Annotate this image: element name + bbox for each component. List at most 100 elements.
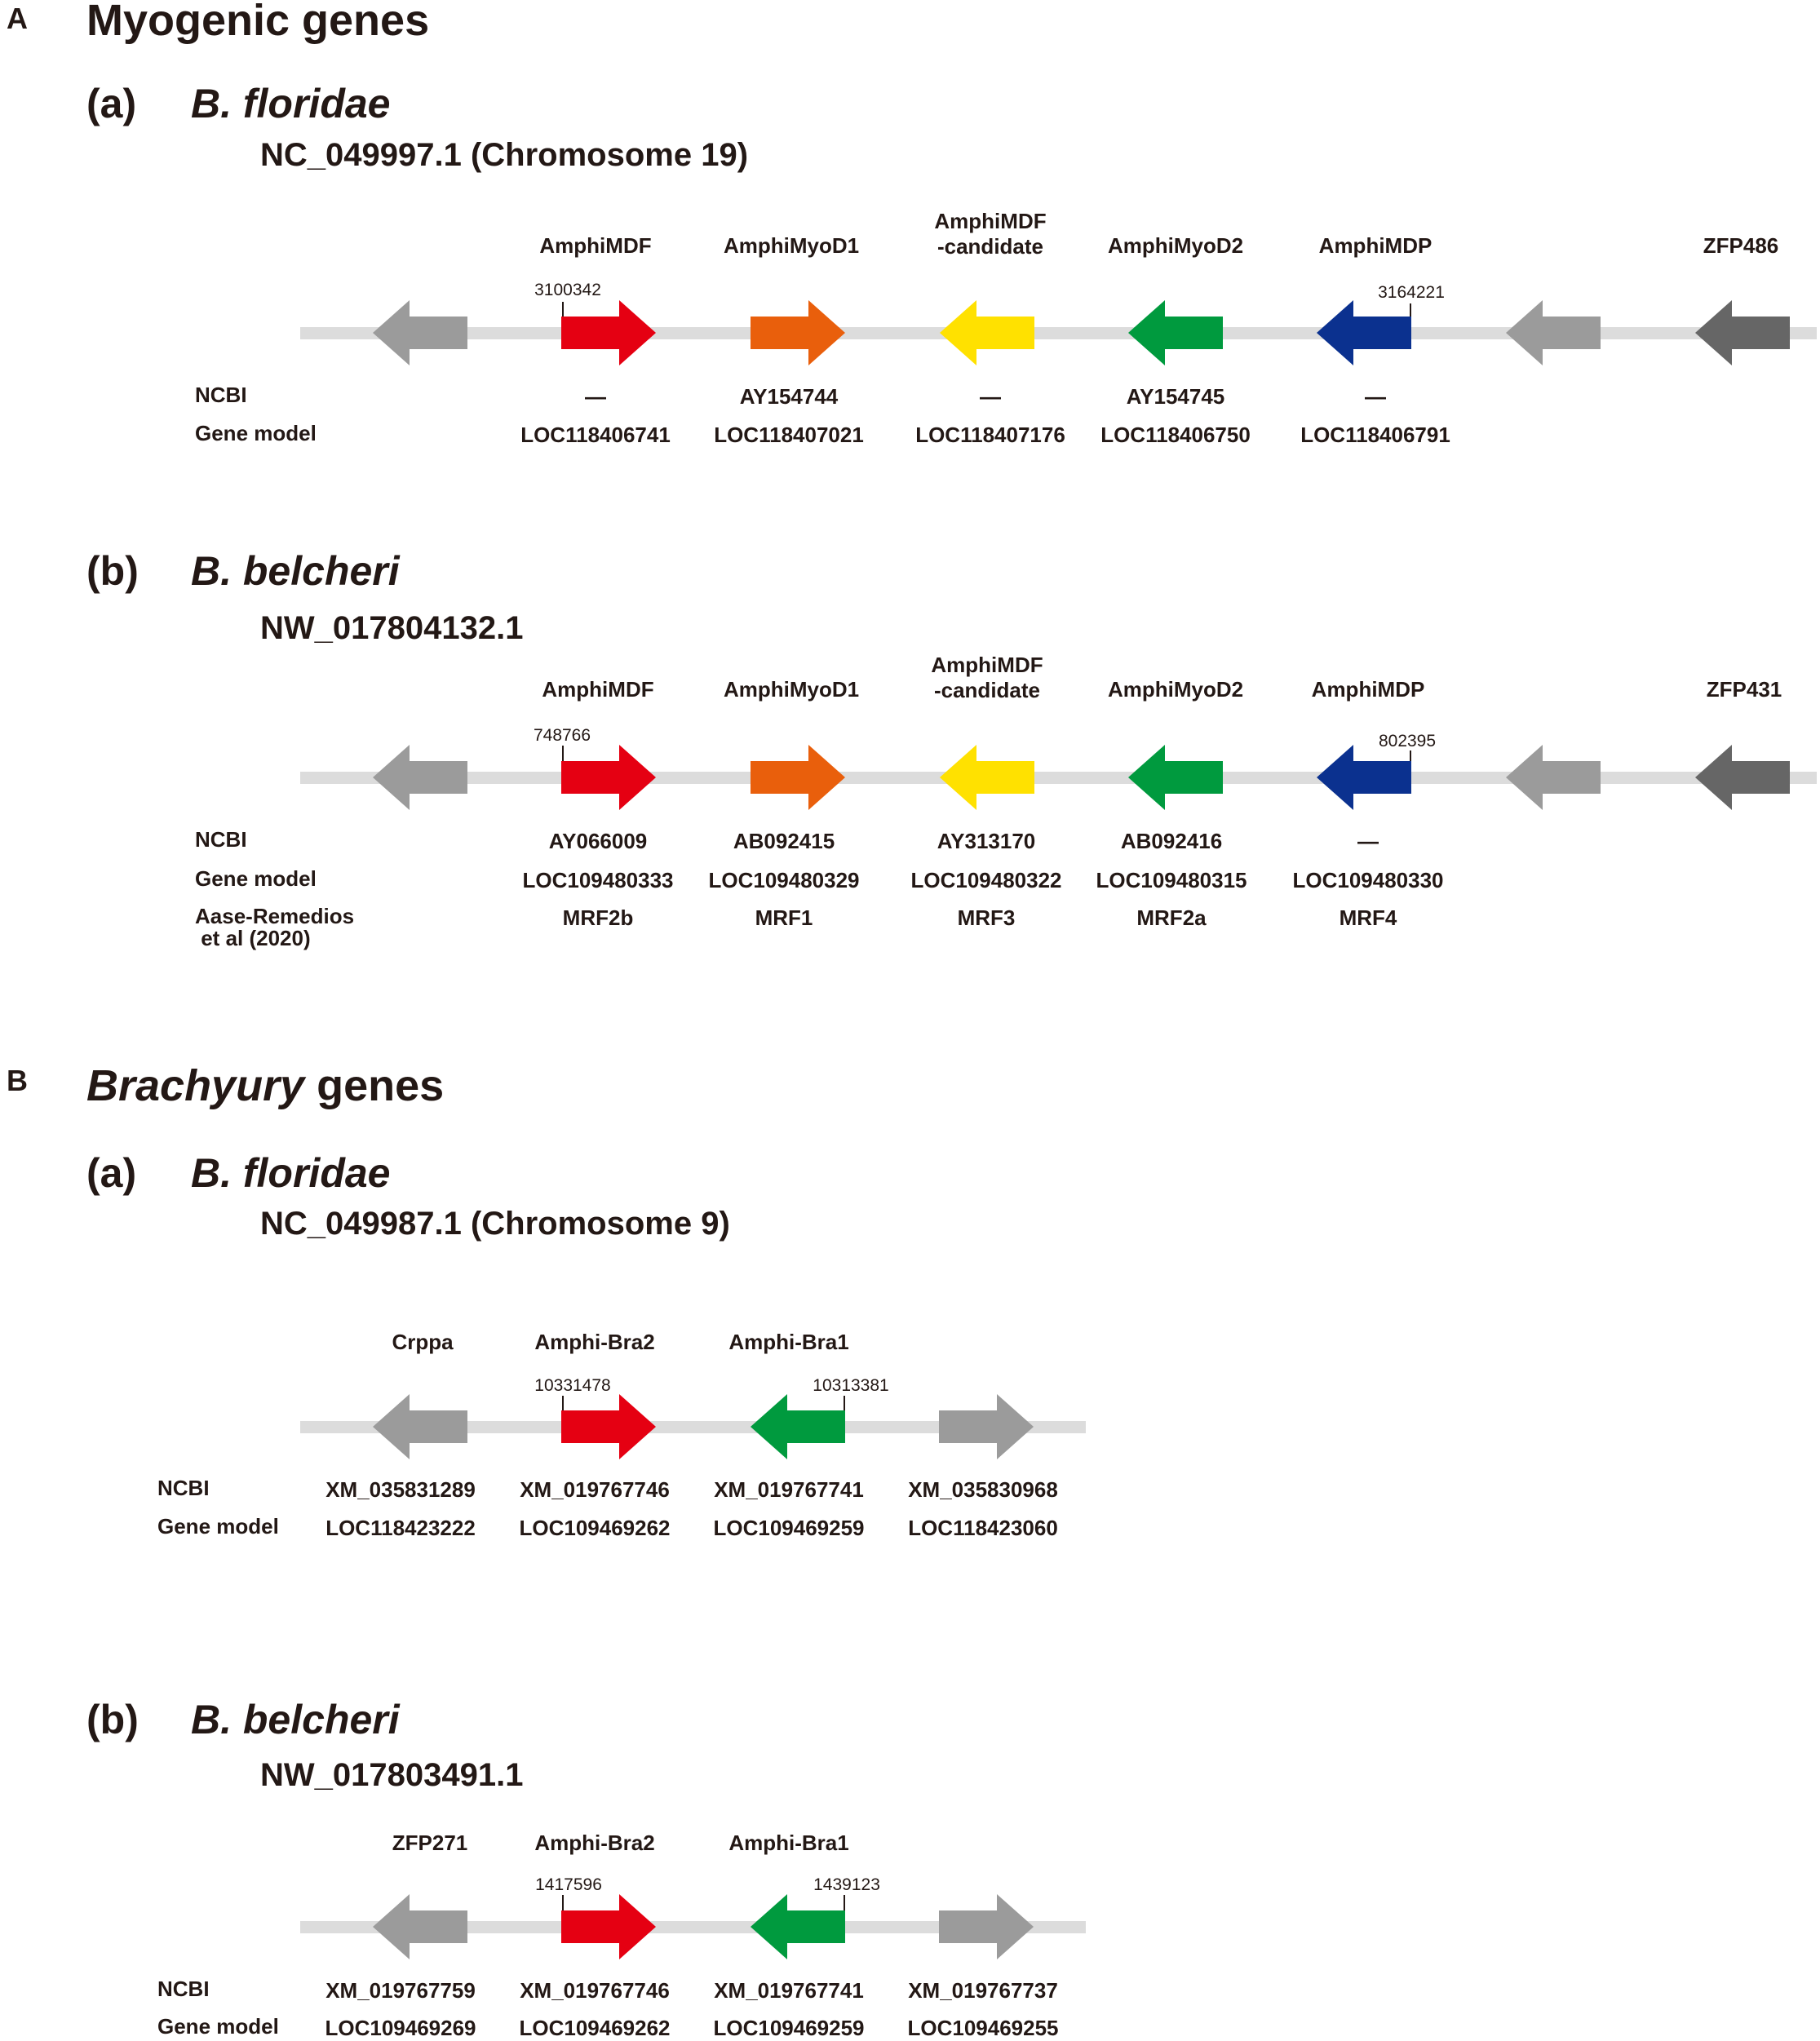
gene-arrow-right-icon [751,300,845,365]
gene-model-id: LOC118407021 [714,423,864,447]
gene-label: ZFP431 [1706,677,1782,702]
ncbi-id: — [1357,829,1379,853]
ncbi-id: XM_019767759 [325,1978,476,2003]
gene-arrow-right-icon [939,1394,1034,1459]
subpanel-label-b: (b) [86,1697,139,1742]
gene-model-id: LOC109480330 [1292,868,1444,892]
ncbi-id: AB092415 [733,829,835,853]
gene-arrow-left-icon [751,1394,845,1459]
gene-label: AmphiMDP [1311,677,1425,702]
gene-model-id: LOC109469259 [713,2016,865,2040]
gene-arrow-left-icon [1506,300,1601,365]
chromosome-track [300,1921,1086,1933]
gene-model-id: LOC109469262 [519,2016,671,2040]
row-label-ncbi: NCBI [157,1977,210,2001]
position-tick [844,1895,845,1919]
position-label: 1439123 [813,1875,880,1894]
row-label-gene-model: Gene model [157,2014,279,2039]
ncbi-id: — [1365,384,1386,409]
species-name: B. belcheri [191,1697,400,1742]
gene-arrow-right-icon [751,745,845,810]
row-label-gene-model: Gene model [157,1514,279,1538]
ncbi-id: XM_019767737 [908,1978,1058,2003]
accession-id: NC_049987.1 (Chromosome 9) [260,1206,730,1242]
row-label-ncbi: NCBI [195,383,247,407]
gene-arrow-left-icon [373,300,467,365]
gene-model-id: LOC118406741 [520,423,671,447]
gene-arrow-left-icon [373,745,467,810]
gene-arrow-left-icon [940,300,1034,365]
accession-id: NW_017804132.1 [260,610,524,646]
ncbi-id: XM_035830968 [908,1477,1058,1502]
panel-letter-a: A [7,2,28,35]
species-name: B. floridae [191,81,391,126]
gene-arrow-left-icon [1695,300,1790,365]
ncbi-id: XM_019767741 [714,1978,864,2003]
ncbi-id: AY066009 [548,829,648,853]
gene-arrow-left-icon [940,745,1034,810]
ncbi-id: XM_019767741 [714,1477,864,1502]
ncbi-id: — [585,384,606,409]
gene-label: AmphiMDF [539,233,652,258]
row-label-gene-model: Gene model [195,866,317,891]
subpanel-label-a: (a) [86,81,137,126]
gene-label: AmphiMyoD1 [723,233,860,258]
row-label-ncbi: NCBI [195,827,247,852]
gene-model-id: LOC118407176 [915,423,1065,447]
gene-model-id: LOC118423060 [908,1516,1058,1540]
gene-arrow-left-icon [1317,745,1411,810]
section-title-myogenic: Myogenic genes [86,0,430,45]
position-label: 3164221 [1378,283,1445,302]
position-label: 1417596 [535,1875,602,1894]
chromosome-track [300,1421,1086,1433]
gene-model-id: LOC109469262 [519,1516,671,1540]
gene-model-id: LOC118406791 [1300,423,1450,447]
gene-label: Amphi-Bra1 [728,1330,849,1354]
ncbi-id: XM_019767746 [520,1477,670,1502]
gene-arrow-right-icon [939,1894,1034,1959]
ncbi-id: XM_035831289 [325,1477,476,1502]
aase-name: MRF2a [1136,905,1207,930]
gene-model-id: LOC109469269 [325,2016,476,2040]
ncbi-id: AY154744 [739,384,839,409]
gene-label: Crppa [392,1330,454,1354]
chromosome-track [300,772,1817,784]
gene-model-id: LOC109480329 [708,868,860,892]
gene-label: Amphi-Bra1 [728,1831,849,1855]
gene-arrow-right-icon [561,1394,656,1459]
panel-letter-b: B [7,1064,28,1097]
position-tick [562,302,564,326]
position-label: 3100342 [534,281,601,299]
gene-arrow-right-icon [561,300,656,365]
position-tick [562,746,564,770]
gene-label: AmphiMDP [1318,233,1433,258]
gene-label: AmphiMDF [542,677,654,702]
row-label-aase-remedios: Aase-Remedios et al (2020) [195,904,355,950]
gene-model-id: LOC109480322 [910,868,1062,892]
gene-arrow-left-icon [1128,745,1223,810]
gene-arrow-left-icon [1695,745,1790,810]
gene-arrow-left-icon [1506,745,1601,810]
position-tick [562,1895,564,1919]
gene-label: ZFP271 [392,1831,468,1855]
accession-id: NW_017803491.1 [260,1757,524,1793]
aase-name: MRF3 [957,905,1016,930]
subpanel-label-a: (a) [86,1150,137,1196]
aase-name: MRF4 [1339,905,1397,930]
ncbi-id: AY154745 [1126,384,1225,409]
subpanel-label-b: (b) [86,548,139,594]
chromosome-track [300,327,1817,339]
position-tick [1410,303,1411,326]
gene-label: AmphiMDF-candidate [934,209,1047,259]
position-tick [844,1396,845,1420]
position-label: 802395 [1378,732,1437,750]
section-title-brachyury: Brachyury genes [86,1061,445,1110]
gene-arrow-left-icon [373,1894,467,1959]
gene-label: AmphiMyoD1 [723,677,860,702]
position-label: 10313381 [813,1376,889,1395]
species-name: B. belcheri [191,548,400,594]
gene-arrow-left-icon [1317,300,1411,365]
gene-arrow-left-icon [373,1394,467,1459]
gene-arrow-left-icon [751,1894,845,1959]
aase-name: MRF2b [562,905,634,930]
